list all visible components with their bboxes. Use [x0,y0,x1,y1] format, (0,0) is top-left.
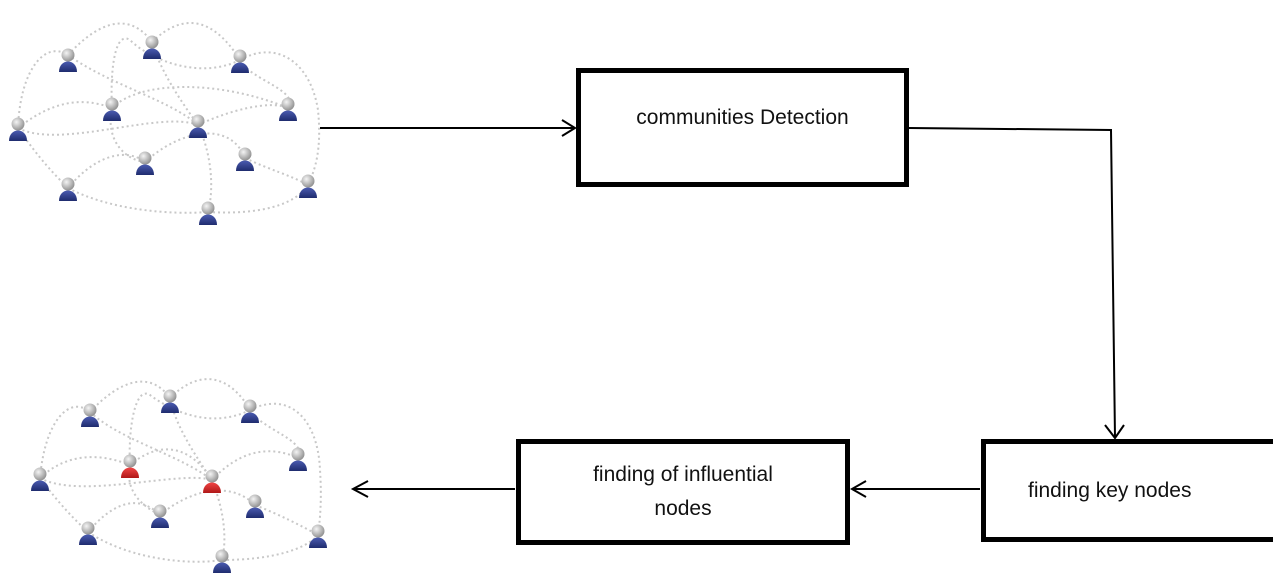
community-detection-label: communities Detection [636,106,849,129]
person-icon [279,97,297,121]
key-nodes-box: finding key nodes [981,439,1273,542]
arrow-detection-to-key-nodes [908,127,1125,440]
person-icon [241,399,259,423]
influential-nodes-box: finding of influential nodes [516,439,850,545]
person-icon [31,467,49,491]
person-icon [213,549,231,573]
person-icon [246,494,264,518]
person-icon [309,524,327,548]
person-icon [151,504,169,528]
key-nodes-label: finding key nodes [1028,478,1192,502]
person-icon [59,48,77,72]
person-icon [189,114,207,138]
input-network [9,35,317,225]
person-icon [231,49,249,73]
person-icon [199,201,217,225]
output-network [31,389,327,573]
person-icon [103,97,121,121]
person-icon [161,389,179,413]
person-icon [299,174,317,198]
arrow-influential-to-network [350,480,515,498]
output-network-links [39,378,322,563]
influential-nodes-label: finding of influential nodes [593,463,773,520]
person-icon [236,147,254,171]
influential-person-icon [203,469,221,493]
arrow-key-nodes-to-influential [849,480,980,498]
person-icon [79,521,97,545]
influential-person-icon [121,454,139,478]
input-network-links [17,22,321,214]
arrow-network-to-detection [320,119,577,137]
person-icon [289,447,307,471]
person-icon [59,177,77,201]
community-detection-box: communities Detection [576,68,909,187]
person-icon [143,35,161,59]
person-icon [9,117,27,141]
person-icon [81,403,99,427]
person-icon [136,151,154,175]
